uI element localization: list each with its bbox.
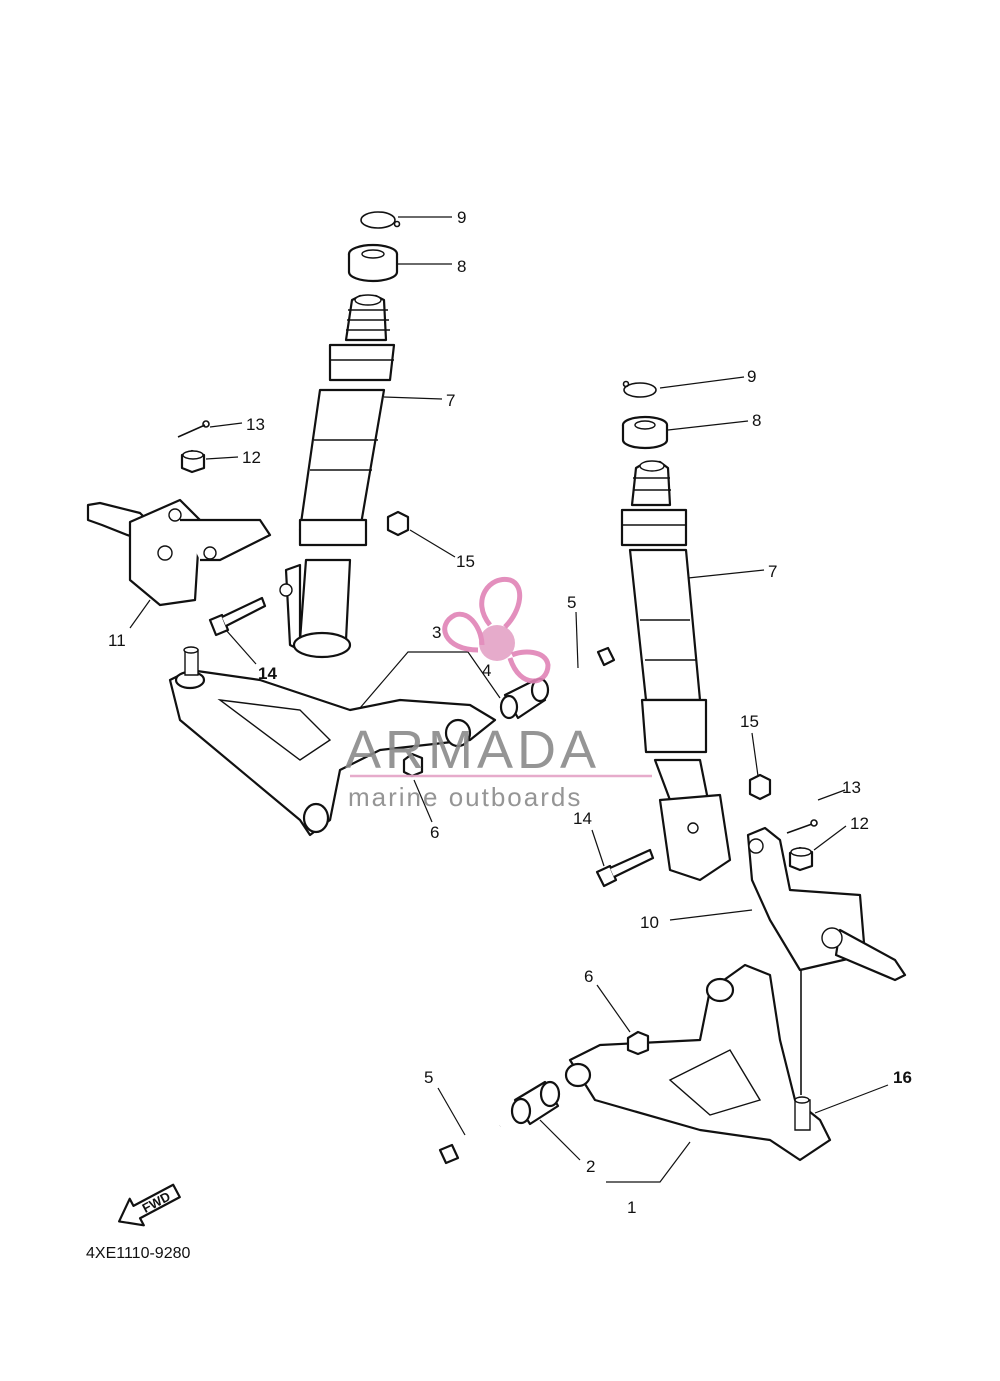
shock-strut-left bbox=[279, 294, 396, 659]
circlip-right bbox=[622, 380, 657, 398]
callout-8-right: 8 bbox=[752, 411, 761, 430]
callout-13-right: 13 bbox=[842, 778, 861, 797]
callout-14-right: 14 bbox=[573, 809, 592, 828]
strut-bushing-right bbox=[621, 415, 669, 450]
forward-direction-arrow: FWD bbox=[117, 1183, 181, 1227]
a-arm-left bbox=[168, 646, 497, 837]
bolt-lower-arm bbox=[438, 1123, 502, 1165]
fwd-label: FWD bbox=[140, 1189, 173, 1216]
callout-6-lower: 6 bbox=[584, 967, 593, 986]
leader-lines bbox=[129, 216, 889, 1183]
arm-bushing-upper bbox=[499, 677, 550, 720]
callout-9-right: 9 bbox=[747, 367, 756, 386]
flange-nut-right bbox=[748, 773, 772, 801]
callout-5-lower: 5 bbox=[424, 1068, 433, 1087]
bolt-upper-arm bbox=[547, 646, 616, 688]
callout-4: 4 bbox=[482, 661, 491, 680]
bolt-left bbox=[208, 596, 267, 637]
callout-9-upper: 9 bbox=[457, 208, 466, 227]
flange-nut-left bbox=[386, 510, 410, 537]
drawing-code: 4XE1110-9280 bbox=[86, 1245, 190, 1262]
callout-1: 1 bbox=[627, 1198, 636, 1217]
callout-5-upper: 5 bbox=[567, 593, 576, 612]
callout-12-left: 12 bbox=[242, 448, 261, 467]
callout-15-right: 15 bbox=[740, 712, 759, 731]
flange-nut-lower-arm bbox=[626, 1030, 650, 1056]
arm-bushing-lower bbox=[510, 1080, 561, 1126]
circlip-left bbox=[360, 211, 401, 229]
callout-13-left: 13 bbox=[246, 415, 265, 434]
a-arm-right bbox=[564, 963, 832, 1162]
callout-14-left: 14 bbox=[258, 664, 277, 683]
cotter-pin-left bbox=[177, 420, 210, 438]
callout-6-upper: 6 bbox=[430, 823, 439, 842]
shock-strut-right bbox=[620, 460, 732, 882]
callout-3: 3 bbox=[432, 623, 441, 642]
callout-16: 16 bbox=[893, 1068, 912, 1087]
callout-7-right: 7 bbox=[768, 562, 777, 581]
callout-11: 11 bbox=[108, 631, 126, 650]
callout-12-right: 12 bbox=[850, 814, 869, 833]
steering-knuckle-right bbox=[746, 826, 907, 982]
cotter-pin-right bbox=[786, 819, 818, 834]
callout-labels: 9 8 7 13 12 15 11 14 3 4 5 6 9 8 7 15 13… bbox=[108, 208, 912, 1217]
flange-nut-upper-arm bbox=[402, 752, 424, 778]
callout-2: 2 bbox=[586, 1157, 595, 1176]
callout-7-left: 7 bbox=[446, 391, 455, 410]
strut-bushing-left bbox=[347, 243, 399, 283]
callout-8-upper: 8 bbox=[457, 257, 466, 276]
castle-nut-right bbox=[788, 846, 814, 872]
watermark-brand: ARMADA bbox=[345, 720, 600, 780]
bolt-right bbox=[595, 848, 655, 888]
callout-15-left: 15 bbox=[456, 552, 475, 571]
watermark-tagline: marine outboards bbox=[348, 782, 582, 812]
steering-knuckle-left bbox=[86, 498, 272, 607]
callout-10: 10 bbox=[640, 913, 659, 932]
castle-nut-left bbox=[180, 449, 206, 474]
propeller-logo-icon bbox=[442, 576, 551, 684]
armada-watermark: ARMADA marine outboards bbox=[345, 576, 652, 812]
